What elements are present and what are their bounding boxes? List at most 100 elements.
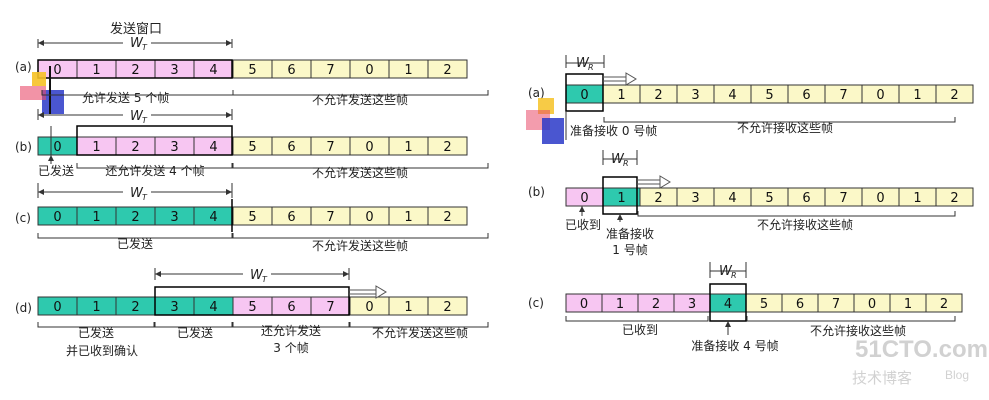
frame-number: 5 — [760, 297, 768, 312]
row-tag: (a) — [15, 60, 32, 74]
label-not-allowed: 不允许发送这些帧 — [312, 238, 408, 253]
frame-number: 0 — [53, 210, 61, 225]
frame-cell: 0 — [37, 206, 78, 226]
label-frame-one: 1 号帧 — [612, 243, 647, 257]
frame-cell: 5 — [232, 296, 273, 316]
watermark-logo: 51CTO.com 技术博客 Blog — [852, 336, 988, 387]
frame-cell: 6 — [787, 84, 826, 104]
frame-cell: 3 — [154, 206, 195, 226]
frame-number: 2 — [950, 88, 958, 103]
label-received: 已收到 — [565, 218, 601, 232]
frame-cell: 1 — [602, 84, 641, 104]
frame-number: 1 — [92, 63, 100, 78]
frame-number: 2 — [950, 191, 958, 206]
frame-cell: 5 — [232, 136, 273, 156]
frame-cell: 2 — [935, 84, 974, 104]
frame-cell: 7 — [310, 59, 351, 79]
frame-cell: 1 — [388, 296, 429, 316]
window-subscript: T — [142, 116, 148, 125]
frame-number: 7 — [326, 63, 334, 78]
window-subscript: R — [731, 271, 737, 280]
frame-number: 1 — [404, 210, 412, 225]
window-span: W T — [37, 36, 233, 52]
frame-number: 6 — [287, 300, 295, 315]
frame-number: 1 — [913, 88, 921, 103]
frame-cell: 0 — [853, 293, 891, 313]
frame-cell: 0 — [37, 136, 78, 156]
window-symbol: W — [719, 264, 733, 279]
frame-number: 0 — [365, 63, 373, 78]
frame-cell: 0 — [349, 136, 390, 156]
frame-cell: 1 — [76, 136, 117, 156]
label-received: 已收到 — [622, 323, 658, 337]
window-symbol: W — [130, 109, 144, 124]
frame-cell: 0 — [349, 296, 390, 316]
frame-cell: 2 — [115, 59, 156, 79]
frame-number: 1 — [617, 88, 625, 103]
frame-number: 0 — [53, 300, 61, 315]
frame-cell: 2 — [637, 293, 675, 313]
label-not-allowed: 不允许接收这些帧 — [737, 120, 833, 135]
frame-cell: 4 — [709, 293, 747, 313]
frame-number: 2 — [131, 300, 139, 315]
frame-cell: 7 — [310, 206, 351, 226]
frame-cell: 2 — [427, 136, 468, 156]
frame-cell: 4 — [193, 296, 234, 316]
window-subscript: T — [262, 275, 268, 284]
window-symbol: W — [611, 152, 625, 167]
label-three-frames: 3 个帧 — [273, 341, 308, 355]
frame-number: 2 — [443, 63, 451, 78]
window-span: W R — [602, 150, 638, 168]
slide-direction-arrow-icon — [637, 175, 671, 189]
frame-number: 1 — [92, 300, 100, 315]
frame-number: 2 — [131, 140, 139, 155]
frame-cell: 1 — [388, 206, 429, 226]
frame-number: 6 — [287, 210, 295, 225]
label-still-allowed: 还允许发送 4 个帧 — [105, 163, 204, 178]
label-acked: 并已收到确认 — [66, 344, 138, 358]
label-sent-2: 已发送 — [177, 325, 213, 340]
frame-number: 1 — [92, 210, 100, 225]
frame-number: 0 — [365, 140, 373, 155]
frame-cell: 0 — [37, 296, 78, 316]
frame-number: 2 — [654, 191, 662, 206]
frame-cell: 4 — [193, 59, 234, 79]
frame-number: 0 — [580, 191, 588, 206]
frame-number: 5 — [248, 210, 256, 225]
frame-number: 4 — [728, 191, 736, 206]
frame-number: 0 — [580, 297, 588, 312]
label-not-allowed: 不允许发送这些帧 — [312, 165, 408, 180]
frame-number: 5 — [248, 63, 256, 78]
label-not-allowed: 不允许发送这些帧 — [372, 325, 468, 340]
frame-number: 5 — [248, 300, 256, 315]
label-allow-send: 允许发送 5 个帧 — [82, 90, 169, 105]
frame-number: 1 — [92, 140, 100, 155]
window-subscript: T — [142, 43, 148, 52]
frame-number: 6 — [802, 191, 810, 206]
frame-cell: 0 — [565, 187, 604, 207]
window-subscript: T — [142, 193, 148, 202]
frame-number: 1 — [617, 191, 625, 206]
frame-cell: 7 — [310, 296, 351, 316]
send-window-caption: 发送窗口 — [110, 21, 162, 37]
frame-cell: 6 — [271, 136, 312, 156]
label-still-allowed: 还允许发送 — [261, 323, 321, 338]
frame-number: 6 — [802, 88, 810, 103]
frame-cell: 1 — [889, 293, 927, 313]
frame-cell: 1 — [898, 84, 937, 104]
frame-cell: 1 — [388, 59, 429, 79]
frame-cell: 6 — [271, 206, 312, 226]
frame-number: 0 — [876, 88, 884, 103]
frame-number: 6 — [287, 140, 295, 155]
window-symbol: W — [130, 186, 144, 201]
frame-cell: 7 — [824, 187, 863, 207]
frame-number: 2 — [443, 210, 451, 225]
frame-number: 4 — [209, 210, 217, 225]
